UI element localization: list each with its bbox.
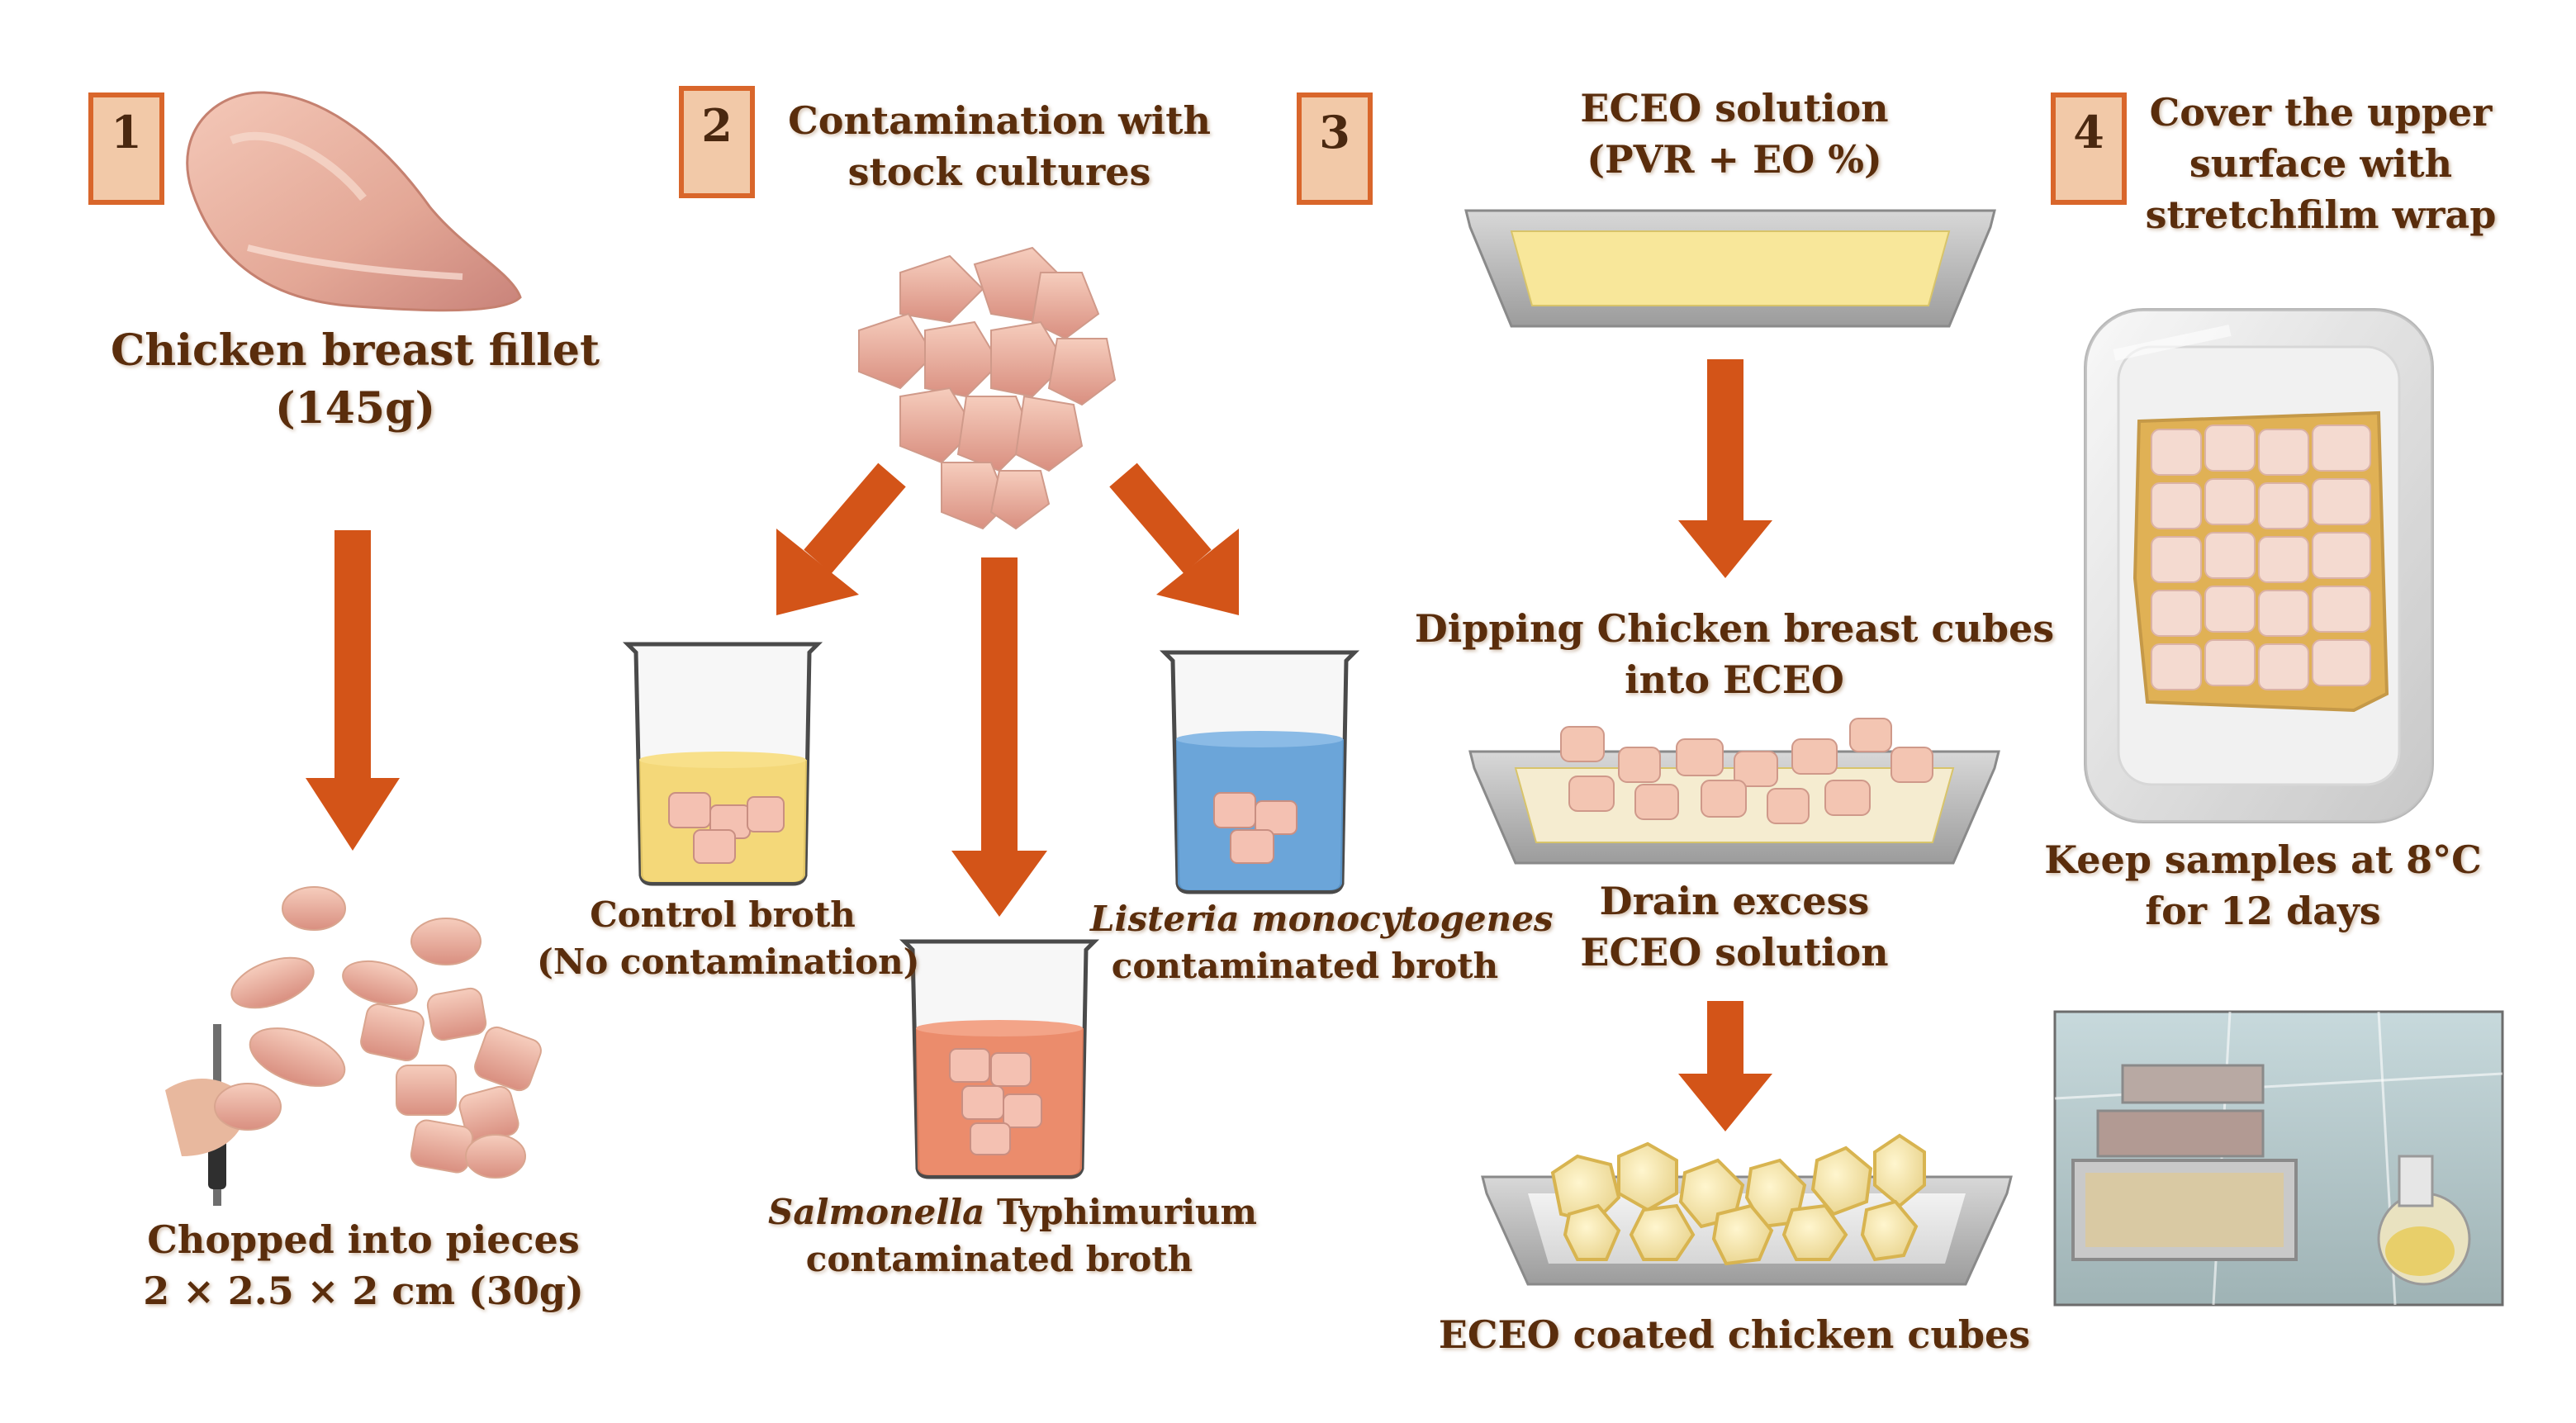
fillet-title: Chicken breast fillet xyxy=(111,325,600,376)
step-1-number: 1 xyxy=(111,106,142,159)
salmonella-label: Salmonella Typhimurium contaminated brot… xyxy=(768,1189,1257,1283)
coated-cubes-tray xyxy=(1481,1133,2013,1286)
cover-line1: Cover the upper xyxy=(2149,90,2493,135)
eceo-solution-tray xyxy=(1464,209,1996,328)
drain-label: Drain excess ECEO solution xyxy=(1487,875,1982,978)
arrow-to-listeria xyxy=(1109,462,1239,615)
storage-photo xyxy=(2053,1010,2504,1307)
arrow-step3-2 xyxy=(1678,1001,1772,1131)
dipping-title: Dipping Chicken breast cubes xyxy=(1414,606,2055,651)
arrow-step3-1 xyxy=(1678,359,1772,578)
control-title: Control broth xyxy=(590,894,856,935)
cover-label: Cover the upper surface with stretchfilm… xyxy=(2131,87,2511,240)
contamination-label: Contamination with stock cultures xyxy=(768,95,1231,197)
listeria-subtitle: contaminated broth xyxy=(1111,945,1499,986)
dipping-tray xyxy=(1468,718,2000,865)
chopped-chicken-image xyxy=(165,886,542,1206)
step-2-badge: 2 xyxy=(679,86,755,198)
arrow-to-salmonella xyxy=(951,557,1047,917)
step-4-number: 4 xyxy=(2073,106,2104,159)
salmonella-serovar: Typhimurium xyxy=(984,1192,1257,1232)
dipping-subtitle: into ECEO xyxy=(1625,657,1844,703)
eceo-solution-label: ECEO solution (PVR + EO %) xyxy=(1487,83,1982,185)
step-3-number: 3 xyxy=(1319,106,1350,159)
coated-label: ECEO coated chicken cubes xyxy=(1437,1309,2032,1360)
keep-line1: Keep samples at 8°C xyxy=(2044,837,2482,882)
salmonella-subtitle: contaminated broth xyxy=(805,1238,1193,1279)
control-subtitle: (No contamination) xyxy=(537,941,920,982)
fillet-weight: (145g) xyxy=(274,383,436,434)
contamination-subtitle: stock cultures xyxy=(847,149,1151,195)
control-broth-beaker xyxy=(622,642,823,886)
cover-line3: stretchfilm wrap xyxy=(2145,192,2497,238)
cover-line2: surface with xyxy=(2189,141,2453,187)
coated-title: ECEO coated chicken cubes xyxy=(1438,1312,2031,1357)
keep-label: Keep samples at 8°C for 12 days xyxy=(2032,834,2494,937)
step-1-badge: 1 xyxy=(88,92,164,205)
listeria-broth-beaker xyxy=(1159,650,1360,894)
arrow-step1-down xyxy=(306,530,400,851)
fillet-label: Chicken breast fillet (145g) xyxy=(91,322,619,438)
salmonella-broth-beaker xyxy=(899,939,1100,1179)
contamination-title: Contamination with xyxy=(788,98,1211,143)
keep-line2: for 12 days xyxy=(2145,889,2381,934)
wrapped-tray-image xyxy=(2084,308,2434,823)
chopped-title: Chopped into pieces xyxy=(147,1217,580,1262)
step-3-badge: 3 xyxy=(1297,92,1373,205)
eceo-solution-title: ECEO solution xyxy=(1580,86,1889,130)
chopped-label: Chopped into pieces 2 × 2.5 × 2 cm (30g) xyxy=(107,1214,619,1316)
listeria-species: Listeria monocytogenes xyxy=(1090,899,1554,939)
dipping-label: Dipping Chicken breast cubes into ECEO xyxy=(1412,603,2057,705)
drain-subtitle: ECEO solution xyxy=(1580,930,1889,975)
drain-title: Drain excess xyxy=(1599,879,1870,923)
arrow-to-control xyxy=(776,462,906,615)
eceo-solution-formula: (PVR + EO %) xyxy=(1587,137,1882,183)
chopped-size: 2 × 2.5 × 2 cm (30g) xyxy=(143,1269,584,1314)
step-4-badge: 4 xyxy=(2051,92,2127,205)
chicken-fillet-image xyxy=(186,91,522,312)
chicken-cubes-pile-image xyxy=(858,246,1117,530)
salmonella-genus: Salmonella xyxy=(768,1192,985,1232)
step-2-number: 2 xyxy=(701,99,733,152)
listeria-label: Listeria monocytogenes contaminated brot… xyxy=(1090,896,1554,989)
control-label: Control broth (No contamination) xyxy=(537,892,920,985)
